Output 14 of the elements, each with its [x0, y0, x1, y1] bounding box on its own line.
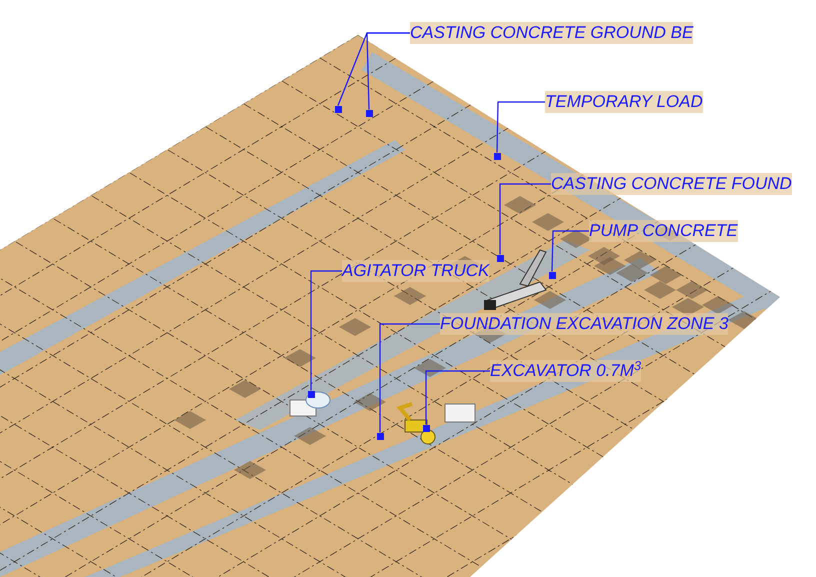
callout-label: TEMPORARY LOAD [545, 91, 703, 113]
leader-line [366, 32, 410, 110]
callout-label: FOUNDATION EXCAVATION ZONE 3 [440, 313, 728, 335]
callout-label: CASTING CONCRETE GROUND BE [410, 22, 694, 44]
callout-label: CASTING CONCRETE FOUND [551, 173, 792, 195]
leader-line [425, 370, 490, 424]
leader-line [551, 230, 589, 272]
callout-label: EXCAVATOR 0.7M$^{3}$ [490, 360, 642, 382]
leader-line [379, 323, 440, 432]
callout-label: PUMP CONCRETE [589, 220, 738, 242]
callout-label: AGITATOR TRUCK [342, 260, 490, 282]
leader-line [499, 183, 551, 254]
leader-line [310, 270, 342, 390]
leader-line [496, 101, 545, 153]
